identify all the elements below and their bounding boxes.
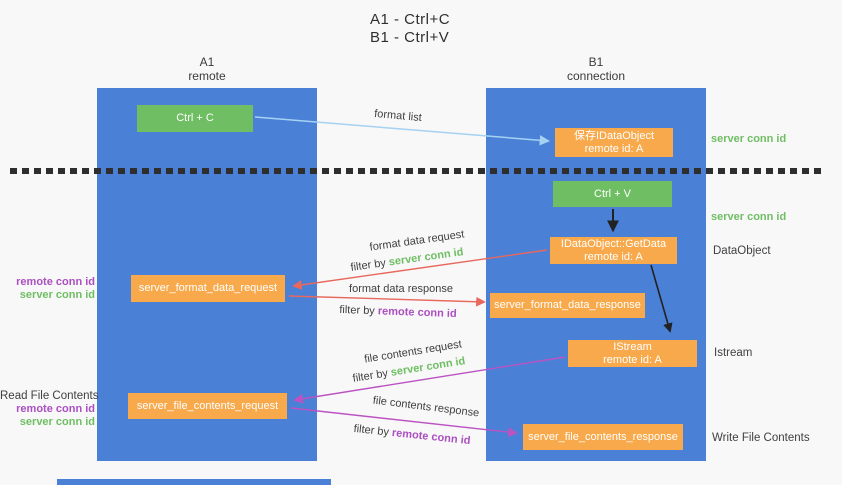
node-getdata-line1: IDataObject::GetData <box>560 237 667 250</box>
node-istream: IStream remote id: A <box>568 340 697 367</box>
arrow-file-contents-response <box>290 407 518 438</box>
label-format-data-response: format data response <box>349 283 453 295</box>
right-label-server-conn-id-1: server conn id <box>711 133 787 145</box>
arrow-file-contents-request <box>293 356 566 404</box>
lane-b1-role: connection <box>566 69 626 83</box>
node-save-idataobject: 保存IDataObject remote id: A <box>555 128 673 157</box>
session-divider-dotted-line <box>10 168 823 174</box>
left-label-server-conn-id-1: server conn id <box>19 289 95 301</box>
node-server-file-contents-request: server_file_contents_request <box>128 393 287 419</box>
left-id-group-file: Read File Contents remote conn id server… <box>0 389 99 429</box>
right-label-server-conn-id-2: server conn id <box>711 211 787 223</box>
right-label-write-file-contents: Write File Contents <box>712 432 810 444</box>
node-ctrl-c-label: Ctrl + C <box>176 112 214 124</box>
node-file-response-label: server_file_contents_response <box>528 430 678 443</box>
left-label-server-conn-id-2: server conn id <box>19 416 95 428</box>
arrow-format-list <box>254 116 551 146</box>
node-format-response-label: server_format_data_response <box>494 299 641 311</box>
node-ctrl-c: Ctrl + C <box>137 105 253 132</box>
right-label-dataobject: DataObject <box>713 245 771 257</box>
lane-header-a1: A1 remote <box>97 55 317 83</box>
lane-a1-role: remote <box>188 69 226 83</box>
node-istream-line1: IStream <box>613 340 652 353</box>
title-line-1: A1 - Ctrl+C <box>370 11 451 28</box>
lane-header-b1: B1 connection <box>486 55 706 83</box>
node-server-format-data-request: server_format_data_request <box>131 275 285 302</box>
node-server-file-contents-response: server_file_contents_response <box>523 424 683 450</box>
lane-b1-name: B1 <box>588 55 604 69</box>
diagram-title: A1 - Ctrl+C B1 - Ctrl+V <box>370 11 450 47</box>
node-format-request-label: server_format_data_request <box>138 282 278 294</box>
node-save-idataobject-line1: 保存IDataObject <box>573 129 655 142</box>
node-ctrl-v-label: Ctrl + V <box>594 187 631 200</box>
left-label-read-file-contents: Read File Contents <box>0 390 99 402</box>
filter-by-text: filter by <box>339 303 376 318</box>
left-label-remote-conn-id-2: remote conn id <box>16 403 95 415</box>
node-ctrl-v: Ctrl + V <box>553 181 672 207</box>
arrow-format-data-request <box>292 249 548 290</box>
node-file-request-label: server_file_contents_request <box>136 399 279 412</box>
node-istream-line2: remote id: A <box>603 353 662 366</box>
left-label-remote-conn-id-1: remote conn id <box>16 276 95 288</box>
bottom-window-edge <box>57 479 331 485</box>
title-line-2: B1 - Ctrl+V <box>370 29 450 46</box>
node-save-idataobject-line2: remote id: A <box>584 142 644 155</box>
arrow-getdata-to-istream <box>650 264 673 333</box>
node-getdata-line2: remote id: A <box>584 250 643 263</box>
left-id-group-format: remote conn id server conn id <box>0 276 95 302</box>
node-server-format-data-response: server_format_data_response <box>490 293 645 318</box>
lane-a1-name: A1 <box>199 55 215 69</box>
node-idataobject-getdata: IDataObject::GetData remote id: A <box>550 237 677 264</box>
arrow-format-data-response <box>288 295 486 307</box>
right-label-istream: Istream <box>714 347 753 359</box>
